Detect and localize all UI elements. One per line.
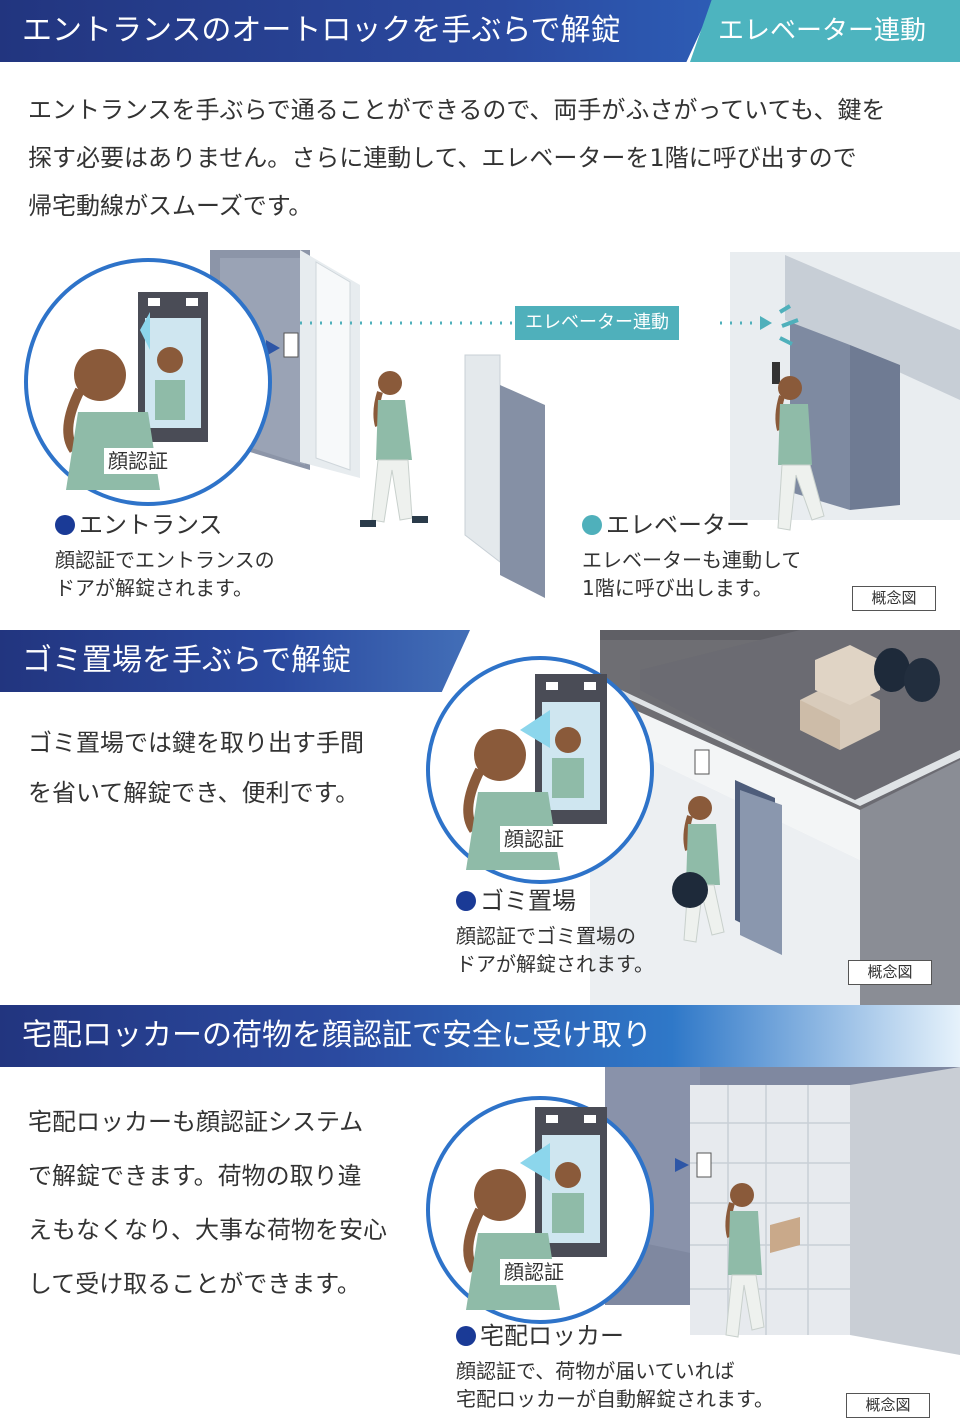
section2-circle-label: 顔認証 xyxy=(500,826,568,852)
bullet-dot xyxy=(582,515,602,535)
section-entrance: エントランスのオートロックを手ぶらで解錠 エレベーター連動 エントランスを手ぶら… xyxy=(0,0,960,630)
section-locker: 宅配ロッカーの荷物を顔認証で安全に受け取り 宅配ロッカーも顔認証システム で解錠… xyxy=(0,1005,960,1424)
entrance-reader-icon xyxy=(283,332,299,358)
door-icon xyxy=(740,790,782,955)
garbage-illustration xyxy=(426,630,960,1005)
signal-icon xyxy=(778,304,799,346)
section3-title: 宅配ロッカーの荷物を顔認証で安全に受け取り xyxy=(0,1005,960,1067)
woman-figure-icon xyxy=(672,796,725,943)
woman-figure-icon xyxy=(725,1183,800,1338)
bullet-dot xyxy=(55,515,75,535)
cardboard-box-icon xyxy=(770,1217,800,1253)
section1-circle-label: 顔認証 xyxy=(104,448,172,474)
elevator-link-label: エレベーター連動 xyxy=(515,306,679,340)
section3-banner: 宅配ロッカーの荷物を顔認証で安全に受け取り xyxy=(0,1005,960,1067)
bullet-dot xyxy=(456,1326,476,1346)
section1-tag: エレベーター連動 xyxy=(690,0,960,62)
entrance-caption: エントランス 顔認証でエントランスの ドアが解錠されます。 xyxy=(55,511,275,600)
woman-figure-icon xyxy=(360,371,428,527)
section1-title: エントランスのオートロックを手ぶらで解錠 xyxy=(0,0,715,62)
bullet-dot xyxy=(456,891,476,911)
section-garbage: ゴミ置場を手ぶらで解錠 ゴミ置場では鍵を取り出す手間 を省いて解錠でき、便利です… xyxy=(0,630,960,1005)
locker-caption: 宅配ロッカー 顔認証で、荷物が届いていれば 宅配ロッカーが自動解錠されます。 xyxy=(456,1322,774,1411)
woman-figure-icon xyxy=(775,376,825,531)
garbage-caption: ゴミ置場 顔認証でゴミ置場の ドアが解錠されます。 xyxy=(456,887,654,976)
garbage-bag-icon xyxy=(672,872,708,908)
face-scanner-icon xyxy=(520,1107,607,1257)
section2-title: ゴミ置場を手ぶらで解錠 xyxy=(0,630,470,692)
concept-badge: 概念図 xyxy=(852,586,936,611)
section3-body: 宅配ロッカーも顔認証システム で解錠できます。荷物の取り違 えもなくなり、大事な… xyxy=(28,1108,388,1298)
entrance-illustration xyxy=(24,250,960,598)
section1-body: エントランスを手ぶらで通ることができるので、両手がふさがっていても、鍵を 探す必… xyxy=(28,96,886,220)
cardboard-box-icon xyxy=(800,645,880,750)
face-scanner-icon xyxy=(138,292,208,442)
locker-illustration xyxy=(426,1067,960,1355)
concept-badge: 概念図 xyxy=(848,960,932,985)
section2-banner: ゴミ置場を手ぶらで解錠 xyxy=(0,630,960,692)
elevator-caption: エレベーター エレベーターも連動して 1階に呼び出します。 xyxy=(582,511,802,600)
garbage-bag-icon xyxy=(874,648,940,702)
concept-badge: 概念図 xyxy=(846,1393,930,1418)
section1-banner: エントランスのオートロックを手ぶらで解錠 エレベーター連動 xyxy=(0,0,960,62)
section3-circle-label: 顔認証 xyxy=(500,1259,568,1285)
section2-body: ゴミ置場では鍵を取り出す手間 を省いて解錠でき、便利です。 xyxy=(28,729,364,807)
